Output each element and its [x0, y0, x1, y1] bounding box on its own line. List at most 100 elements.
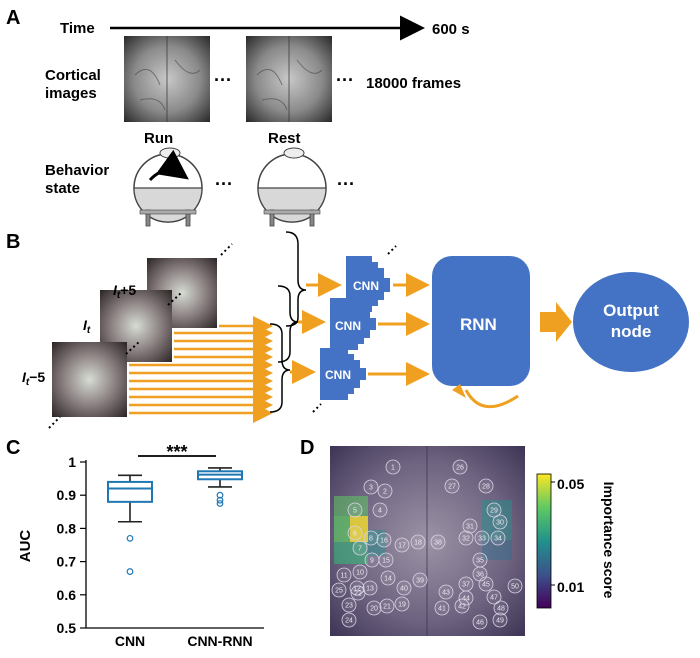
region-circle: [438, 584, 454, 600]
region-label: 41: [438, 606, 446, 613]
region-circle: [412, 572, 428, 588]
c-ytick-label: 0.8: [57, 520, 77, 536]
region-label: 34: [494, 536, 502, 543]
time-end-label: 600 s: [432, 21, 470, 38]
region-circle: [341, 612, 357, 628]
region-circle: [350, 585, 366, 601]
panel-c-letter: C: [6, 437, 20, 459]
region-circle: [478, 478, 494, 494]
region-circle: [347, 525, 363, 541]
colorbar-title: Importance score: [601, 482, 617, 599]
region-circle: [380, 570, 396, 586]
region-label: 28: [482, 484, 490, 491]
region-label: 3: [369, 485, 373, 492]
region-labels: 1234567891011121314151617181920212223242…: [331, 459, 523, 630]
region-label: 43: [442, 590, 450, 597]
output-label-line2: node: [611, 322, 652, 341]
c-ytick-label: 0.5: [57, 620, 77, 636]
region-label: 38: [434, 540, 442, 547]
cortical-label-line2: images: [45, 85, 97, 102]
c-outlier: [216, 491, 224, 499]
region-label: 20: [370, 606, 378, 613]
region-circle: [490, 530, 506, 546]
panel-c: C AUC 0.50.60.70.80.91 *** CNN CNN-RNN: [6, 437, 264, 649]
region-label: 25: [335, 588, 343, 595]
label-it-minus5: It−5: [22, 369, 45, 388]
cortical-image-rest: [246, 36, 332, 122]
label-it: It: [83, 317, 91, 336]
region-label: 1: [391, 465, 395, 472]
region-circle: [472, 614, 488, 630]
region-circle: [376, 532, 392, 548]
region-circle: [379, 598, 395, 614]
frame-continuation-bottom: [48, 416, 61, 429]
region-circle: [396, 580, 412, 596]
importance-patches: [334, 496, 512, 564]
cnn-label-top: CNN: [353, 279, 379, 293]
region-label: 23: [345, 603, 353, 610]
c-xtick-cnn: CNN: [115, 633, 145, 649]
cortical-label-line1: Cortical: [45, 67, 101, 84]
region-label: 29: [490, 508, 498, 515]
region-circle: [341, 597, 357, 613]
colorbar-tick-label-high: 0.05: [557, 476, 584, 492]
region-circle: [493, 600, 509, 616]
region-circle: [385, 459, 401, 475]
region-circle: [347, 502, 363, 518]
ellipsis-a2: ···: [336, 70, 354, 90]
region-label: 9: [370, 558, 374, 565]
c-outlier: [126, 568, 134, 575]
region-circle: [444, 478, 460, 494]
region-circle: [363, 479, 379, 495]
c-ytick-label: 1: [68, 454, 76, 470]
region-circle: [492, 514, 508, 530]
frame-continuation-top: [220, 243, 233, 256]
label-it-plus5: It+5: [113, 282, 136, 301]
behavior-label-line1: Behavior: [45, 162, 109, 179]
c-ytick-label: 0.7: [57, 554, 77, 570]
region-circle: [454, 598, 470, 614]
rnn-recurrent-arrowhead: [452, 384, 466, 398]
region-circle: [349, 580, 365, 596]
behavior-label-line2: state: [45, 180, 80, 197]
c-ytick-label: 0.6: [57, 587, 77, 603]
ellipsis-a4: ···: [337, 174, 355, 194]
rnn-recurrent-loop: [464, 389, 519, 409]
region-label: 50: [511, 584, 519, 591]
region-label: 30: [496, 520, 504, 527]
region-circle: [378, 552, 394, 568]
output-node: [573, 272, 689, 372]
region-circle: [492, 612, 508, 628]
region-circle: [410, 534, 426, 550]
treadmill-rest-icon: [257, 147, 327, 227]
region-label: 39: [416, 578, 424, 585]
region-label: 49: [496, 618, 504, 625]
panel-b: B It+5 It It−5: [6, 231, 689, 429]
c-boxplot-marks: [107, 467, 243, 575]
region-circle: [336, 567, 352, 583]
region-label: 37: [462, 582, 470, 589]
region-circle: [474, 530, 490, 546]
frame-arrows: [129, 316, 273, 423]
region-circle: [394, 596, 410, 612]
region-label: 26: [456, 465, 464, 472]
region-circle: [462, 518, 478, 534]
rnn-label: RNN: [460, 315, 497, 334]
region-circle: [452, 459, 468, 475]
c-y-ticks: 0.50.60.70.80.91: [57, 454, 86, 636]
ellipsis-a1: ···: [214, 70, 232, 90]
region-label: 6: [353, 531, 357, 538]
region-label: 4: [378, 508, 382, 515]
region-label: 16: [380, 538, 388, 545]
region-label: 42: [458, 604, 466, 611]
region-label: 44: [462, 596, 470, 603]
region-label: 8: [369, 536, 373, 543]
run-label: Run: [144, 130, 173, 147]
cnn-label-low: CNN: [325, 368, 351, 382]
region-label: 5: [353, 508, 357, 515]
region-label: 19: [398, 602, 406, 609]
c-xtick-cnn-rnn: CNN-RNN: [187, 633, 252, 649]
treadmill-run-icon: [133, 147, 203, 227]
region-label: 11: [340, 573, 347, 580]
region-circle: [458, 530, 474, 546]
